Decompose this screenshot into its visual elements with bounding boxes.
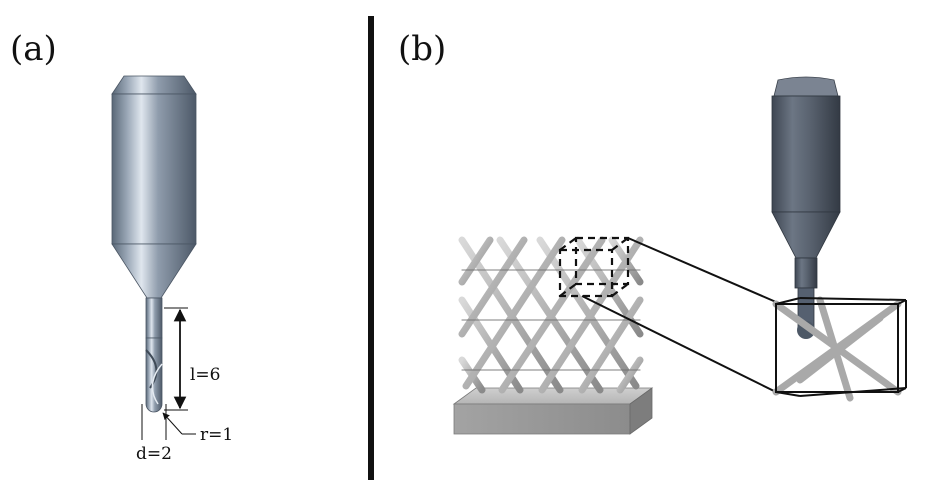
lattice-structure-icon [458,236,644,394]
build-plate-icon [452,387,654,435]
selection-box [558,236,630,298]
length-dimension [164,307,188,411]
diameter-label: d=2 [136,444,172,464]
zoom-connector-lines [581,237,777,393]
panel-label-a: (a) [10,29,57,69]
unit-cell-icon [772,296,907,402]
panel-divider [368,16,374,480]
length-label: l=6 [190,365,221,385]
radius-leader [162,412,196,435]
radius-label: r=1 [200,425,233,445]
tool-icon [771,76,841,339]
diameter-dimension [141,404,167,440]
ball-end-mill-icon [111,75,197,413]
panel-label-b: (b) [398,29,446,69]
